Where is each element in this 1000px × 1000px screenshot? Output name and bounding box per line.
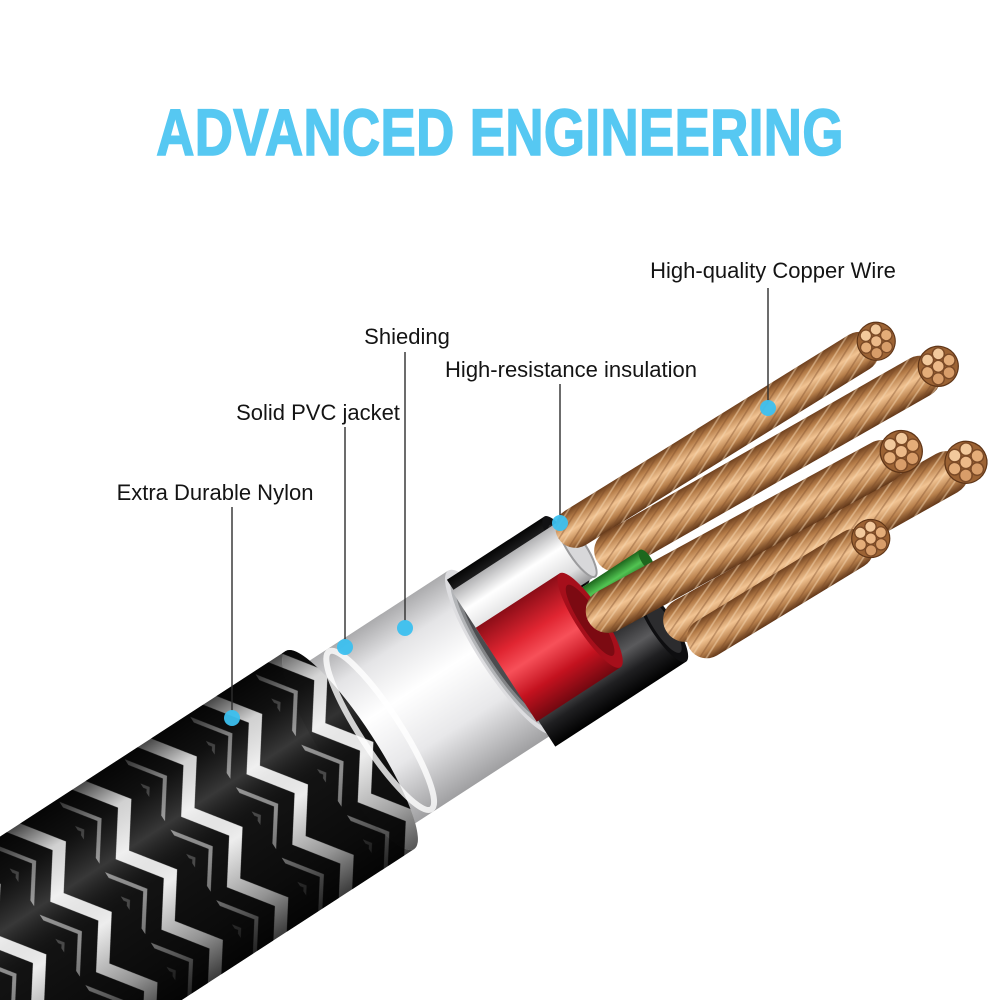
copper-strand-bundle	[555, 314, 904, 548]
page-title: ADVANCED ENGINEERING	[156, 95, 845, 169]
dot-copper-wire	[760, 400, 776, 416]
nylon-braid	[0, 650, 418, 1000]
callout-leaders	[231, 288, 769, 711]
label-shielding: Shieding	[364, 324, 450, 349]
label-copper-wire: High-quality Copper Wire	[650, 258, 896, 283]
jacket-highlight-ring	[323, 647, 438, 813]
dot-nylon	[224, 710, 240, 726]
copper-strand-bundle	[585, 422, 931, 633]
cable-body	[0, 314, 996, 1000]
callout-dots	[224, 400, 776, 726]
dot-pvc-jacket	[337, 639, 353, 655]
label-pvc-jacket: Solid PVC jacket	[236, 400, 400, 425]
dot-shielding	[397, 620, 413, 636]
dot-insulation	[552, 515, 568, 531]
label-nylon: Extra Durable Nylon	[116, 480, 314, 505]
copper-strand-bundle	[663, 432, 996, 642]
label-insulation: High-resistance insulation	[445, 357, 697, 382]
copper-strand-bundle	[594, 338, 967, 572]
copper-strand-bundle	[686, 511, 898, 659]
